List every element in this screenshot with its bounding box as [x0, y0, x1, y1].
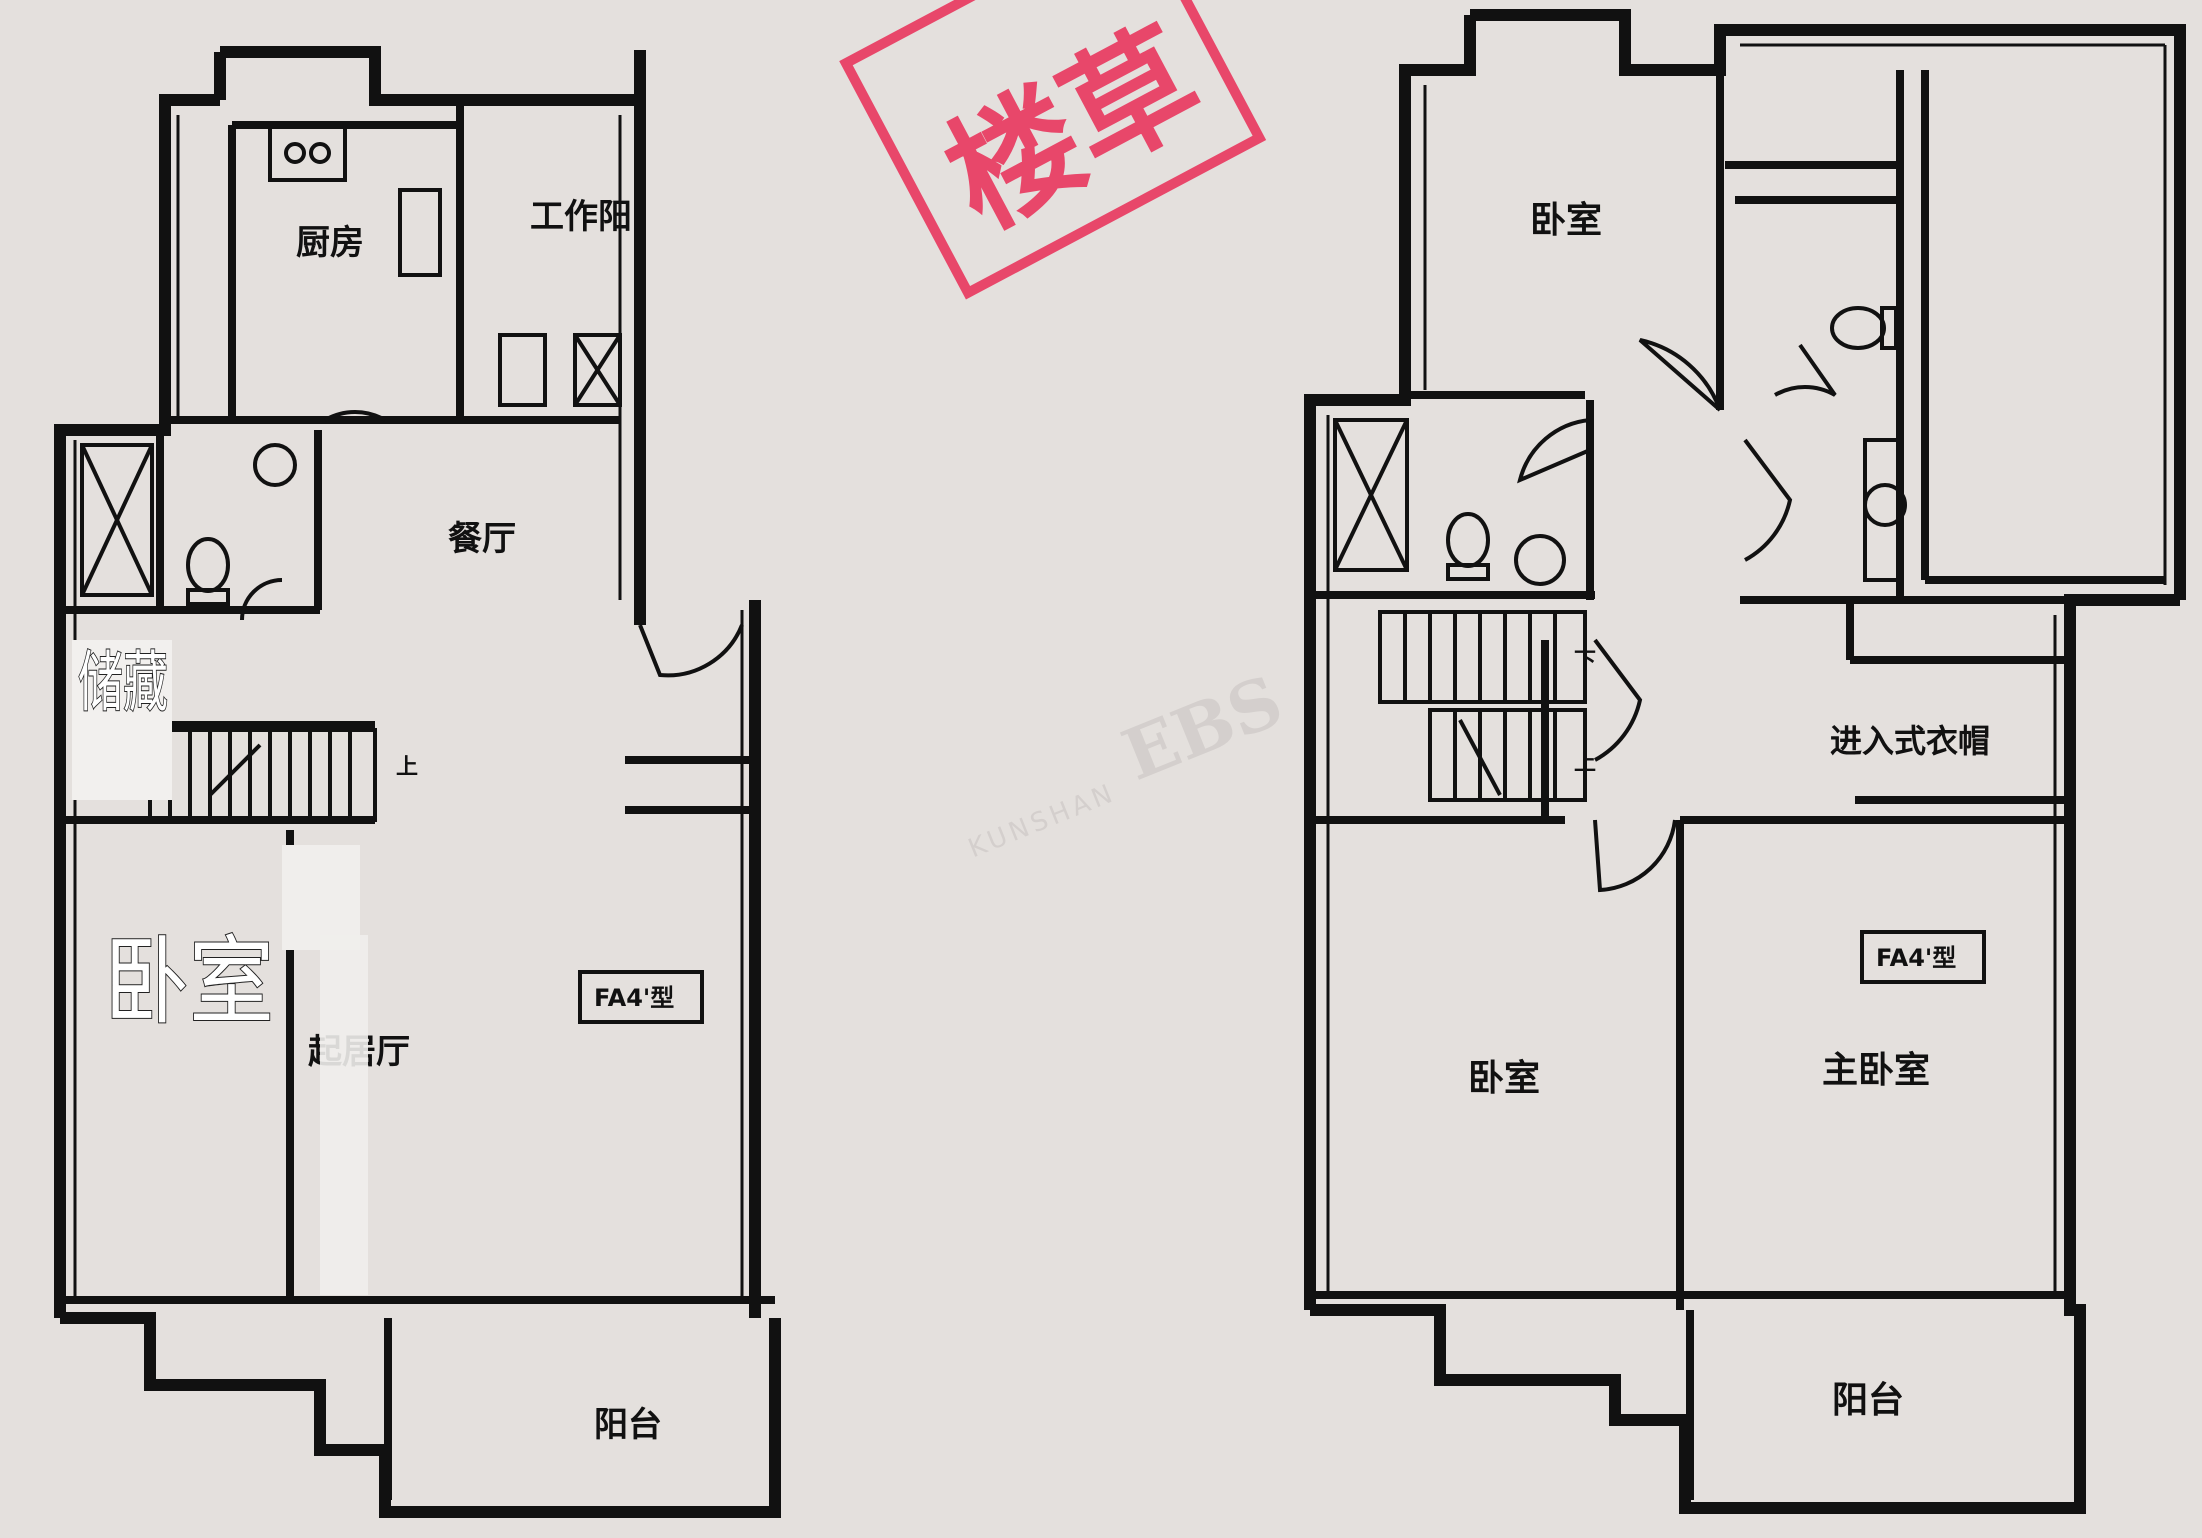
right-stair-down: 下	[1574, 649, 1596, 674]
storage-patch	[72, 640, 172, 800]
right-shower-box	[1333, 418, 1409, 572]
left-type-label-box	[578, 970, 704, 1024]
label-walk-in-closet: 进入式衣帽	[1830, 722, 1990, 760]
right-type-label-box	[1860, 930, 1986, 984]
wall-erase-patch	[320, 935, 368, 1295]
door-erase-patch	[282, 845, 360, 950]
shower-box	[80, 443, 154, 597]
right-interior-walls	[1310, 70, 2165, 1500]
label-master-bedroom: 主卧室	[1822, 1050, 1930, 1091]
right-floor-plan	[1304, 9, 2186, 1514]
kitchen-counters	[268, 123, 622, 407]
label-bedroom-top: 卧室	[1530, 200, 1602, 241]
label-bedroom-left: 卧室	[1468, 1058, 1540, 1099]
label-workroom: 工作阳	[530, 197, 632, 237]
left-outer-walls	[54, 46, 781, 1518]
right-bath-fixtures	[1446, 306, 1907, 586]
right-stairs	[1378, 610, 1587, 802]
right-room-labels: 卧室 卧室 主卧室 进入式衣帽 阳台 上 下 FA4'型	[1468, 200, 1990, 1421]
label-kitchen: 厨房	[296, 223, 364, 263]
handwritten-storage: 储藏	[78, 644, 168, 721]
left-type-label: FA4'型	[594, 984, 674, 1012]
handwritten-bedroom: 卧室	[104, 926, 274, 1038]
handwritten-overlays: 储藏 卧室	[72, 640, 368, 1295]
left-toilet	[186, 443, 297, 606]
left-stair-mark: 上	[396, 755, 418, 780]
right-type-label: FA4'型	[1876, 944, 1956, 972]
label-right-balcony: 阳台	[1832, 1380, 1904, 1421]
stamp-border	[839, 0, 1267, 300]
label-left-balcony: 阳台	[594, 1405, 662, 1445]
right-doors	[1517, 338, 1837, 893]
left-floor-plan	[54, 46, 781, 1518]
right-stair-up: 上	[1574, 751, 1596, 776]
label-dining: 餐厅	[448, 519, 516, 559]
